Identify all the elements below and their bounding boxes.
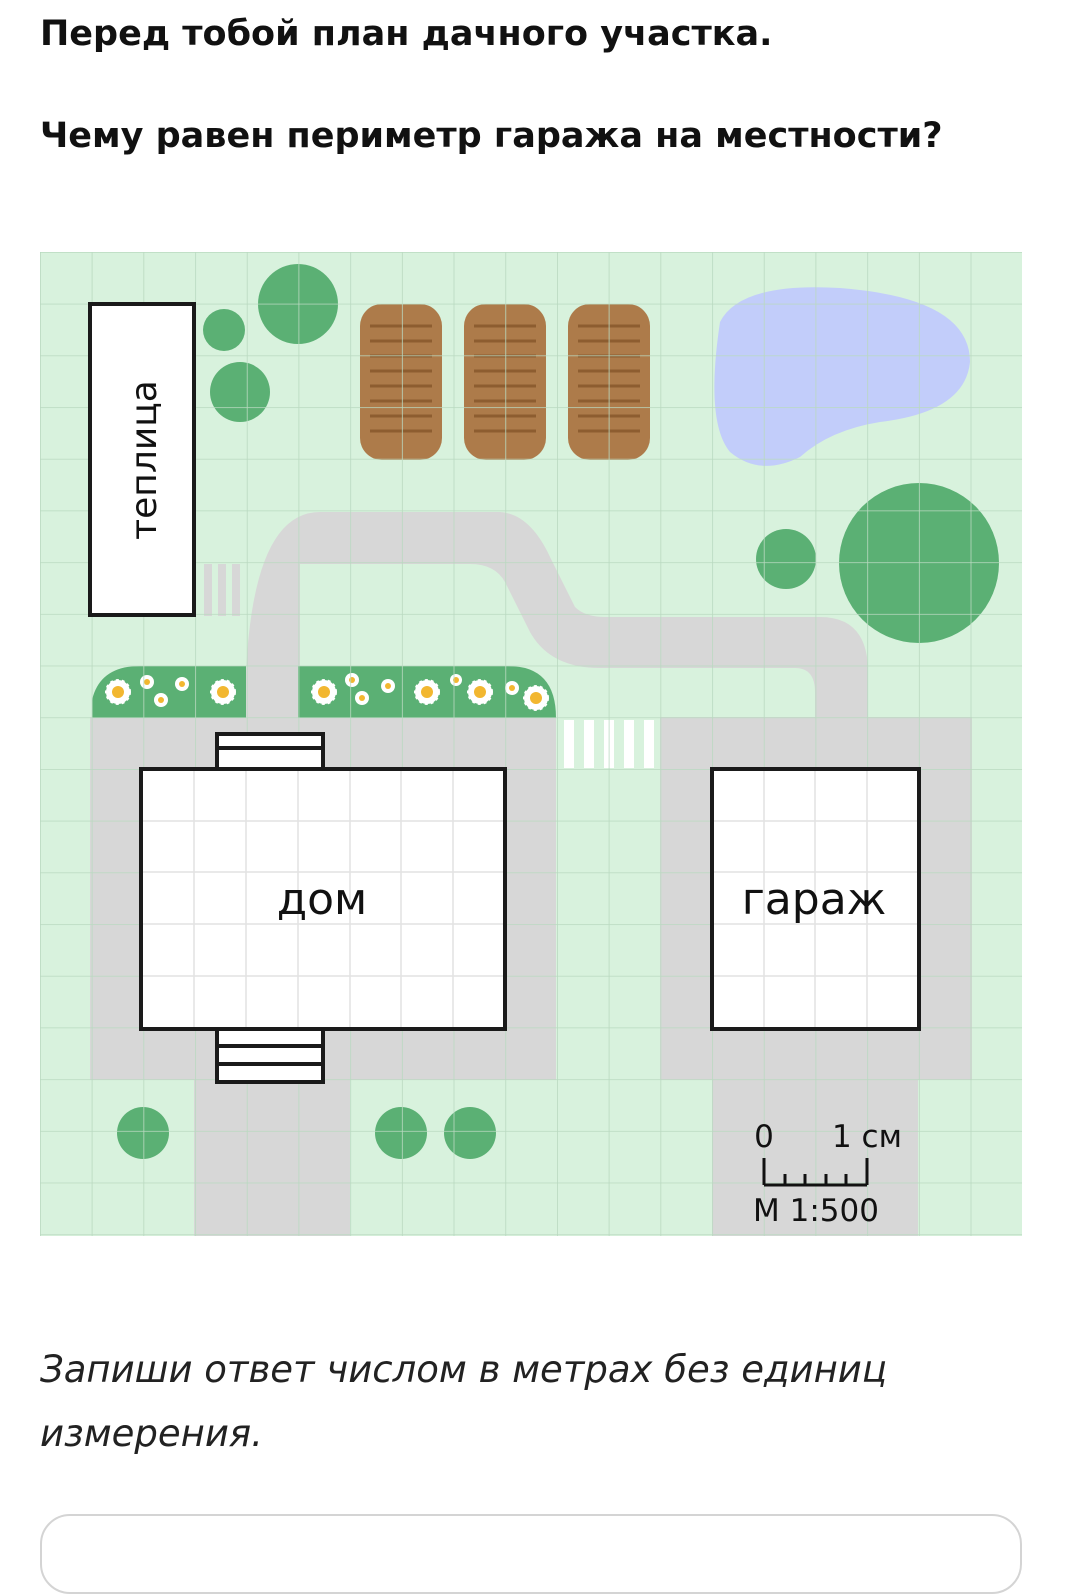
task-title: Перед тобой план дачного участка. (40, 14, 773, 54)
house (139, 767, 507, 1031)
scale-ratio-label: М 1:500 (753, 1193, 879, 1229)
house-grid (143, 771, 503, 1027)
house-porch-bottom (215, 1026, 325, 1084)
greenhouse-label: теплица (124, 380, 165, 540)
task-question: Чему равен периметр гаража на местности? (40, 116, 943, 156)
garage-label: гараж (742, 874, 887, 925)
garden-plan-drawing: теплица дом гараж (40, 252, 1022, 1236)
answer-instruction: Запиши ответ числом в метрах без единиц … (40, 1348, 888, 1455)
scale-unit-label: 1 см (832, 1119, 902, 1155)
house-label: дом (277, 874, 368, 925)
scale-zero-label: 0 (754, 1119, 774, 1155)
garden-plan: теплица дом гараж (40, 252, 1022, 1236)
grid (40, 252, 1022, 1236)
house-porch-top (215, 732, 325, 772)
greenhouse (88, 302, 196, 617)
garage-grid (714, 771, 917, 1027)
answer-input[interactable] (40, 1514, 1022, 1594)
scale-bar: 0 1 см М 1:500 (753, 1119, 902, 1229)
